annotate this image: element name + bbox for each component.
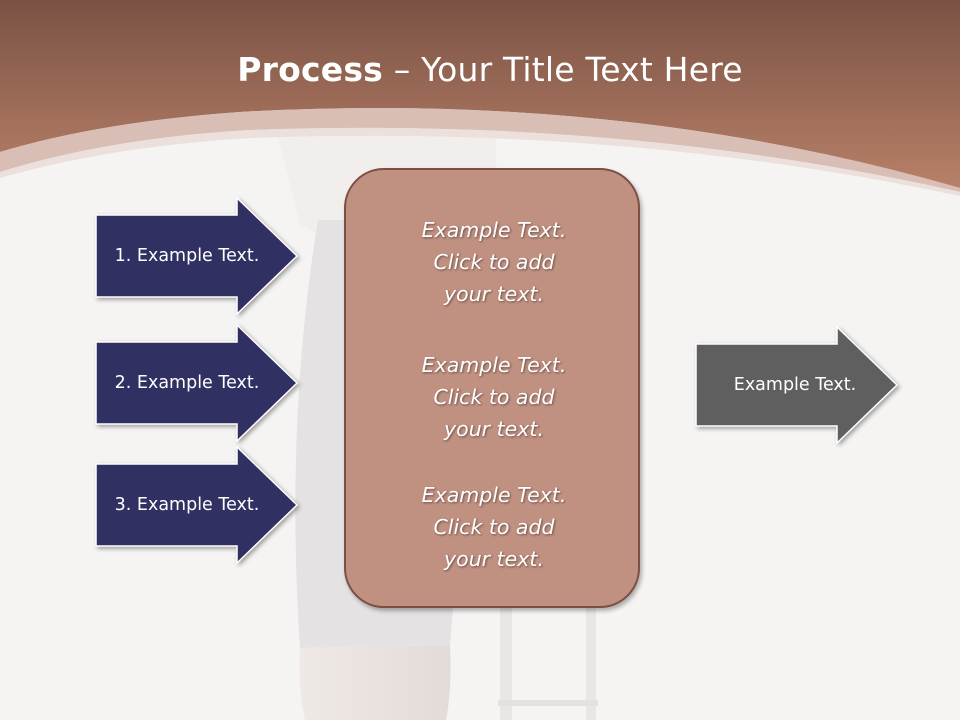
center-paragraph-3: Example Text. Click to add your text.: [421, 483, 567, 571]
right-arrow-label: Example Text.: [733, 375, 857, 395]
left-arrow-1[interactable]: 1. Example Text.: [95, 197, 299, 315]
center-paragraph-1: Example Text. Click to add your text.: [421, 218, 567, 306]
center-text-box[interactable]: Example Text. Click to add your text. Ex…: [344, 168, 640, 608]
arrow-shape-icon: [695, 326, 899, 444]
arrow-shape-icon: [95, 446, 299, 564]
left-arrow-3-label: 3. Example Text.: [114, 495, 260, 515]
slide-title: Process – Your Title Text Here: [0, 50, 960, 89]
title-rest-text: – Your Title Text Here: [383, 50, 743, 89]
left-arrow-2-label: 2. Example Text.: [114, 373, 260, 393]
left-arrow-2[interactable]: 2. Example Text.: [95, 324, 299, 442]
right-arrow[interactable]: Example Text.: [695, 326, 899, 444]
center-paragraph-2: Example Text. Click to add your text.: [421, 353, 567, 441]
left-arrow-1-label: 1. Example Text.: [114, 246, 260, 266]
title-bold-text: Process: [237, 50, 384, 89]
arrow-shape-icon: [95, 197, 299, 315]
arrow-shape-icon: [95, 324, 299, 442]
left-arrow-3[interactable]: 3. Example Text.: [95, 446, 299, 564]
